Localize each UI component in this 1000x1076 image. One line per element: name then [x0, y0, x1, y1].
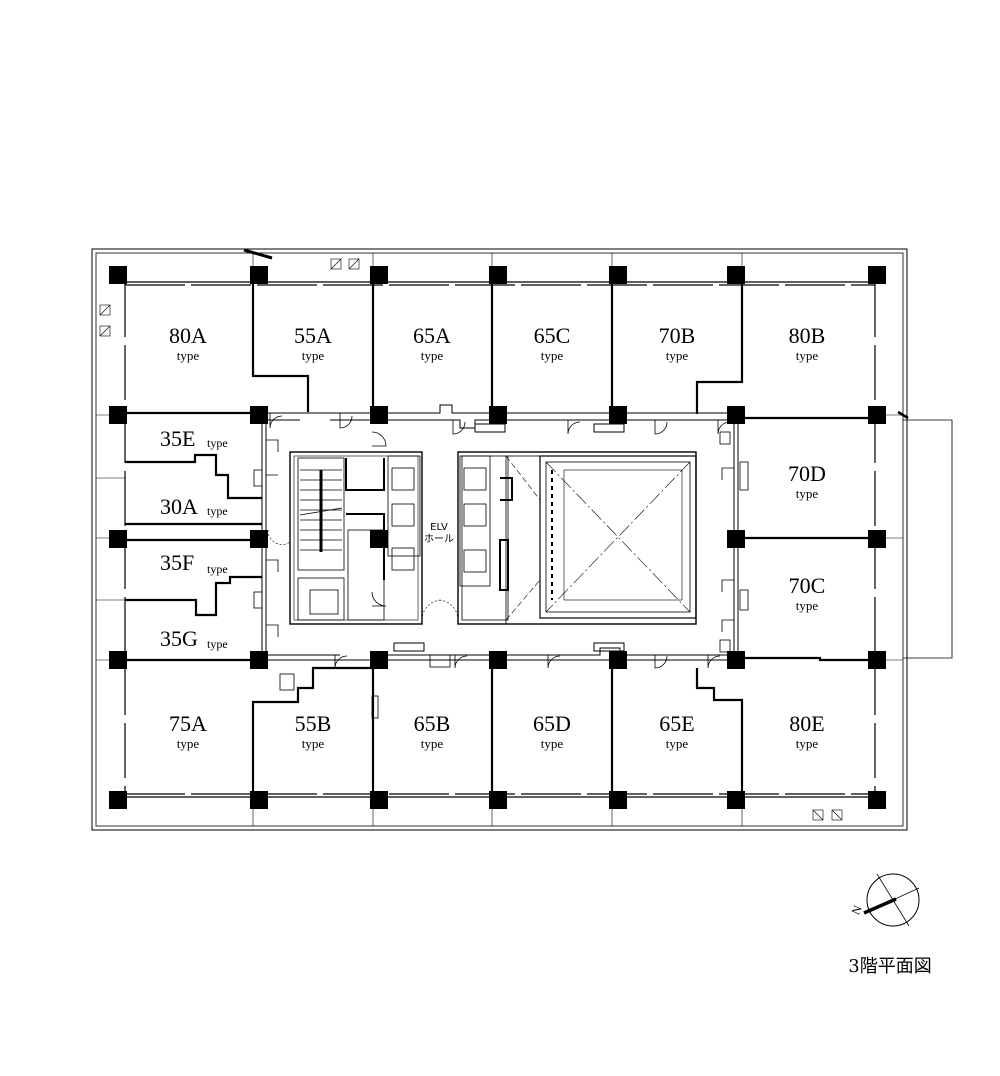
- room-65A-type: type: [421, 348, 444, 363]
- elevator-shafts: [387, 455, 513, 591]
- room-65B-type: type: [421, 736, 444, 751]
- room-35G-type: type: [207, 637, 228, 651]
- columns: [109, 266, 886, 809]
- room-80B-name: 80B: [789, 323, 826, 348]
- room-65B-name: 65B: [414, 711, 451, 736]
- room-35E-name: 35E: [160, 426, 195, 451]
- room-70C-name: 70C: [789, 573, 826, 598]
- room-55A-type: type: [302, 348, 325, 363]
- room-70D-type: type: [796, 486, 819, 501]
- room-70C-type: type: [796, 598, 819, 613]
- room-75A-type: type: [177, 736, 200, 751]
- balcony-hatch-mark: [897, 410, 909, 420]
- room-80A-type: type: [177, 348, 200, 363]
- room-35F-type: type: [207, 562, 228, 576]
- balcony: [903, 419, 953, 659]
- room-65C-type: type: [541, 348, 564, 363]
- room-55A-name: 55A: [294, 323, 332, 348]
- room-80B-type: type: [796, 348, 819, 363]
- room-65D-type: type: [541, 736, 564, 751]
- floor-plan-caption: 3階平面図: [848, 956, 931, 977]
- atrium-void: [505, 455, 697, 621]
- room-70B-type: type: [666, 348, 689, 363]
- corridor-walls: [261, 404, 739, 661]
- roof-hatch-mark: [243, 248, 273, 260]
- elevator-hall-label: ELV: [430, 522, 448, 533]
- stairs: [297, 457, 385, 621]
- room-75A-name: 75A: [169, 711, 207, 736]
- room-65E-type: type: [666, 736, 689, 751]
- room-80E-type: type: [796, 736, 819, 751]
- room-65A-name: 65A: [413, 323, 451, 348]
- room-70D-name: 70D: [788, 461, 826, 486]
- room-35G-name: 35G: [160, 626, 198, 651]
- elevator-hall-label-jp: ホール: [424, 533, 454, 545]
- room-80E-name: 80E: [789, 711, 824, 736]
- room-labels: 80A type 55A type 65A type 65C type 70B …: [160, 323, 826, 751]
- pipe-shafts: [253, 431, 749, 719]
- unit-doors: [266, 413, 734, 669]
- partition-walls: [125, 282, 875, 797]
- compass: N: [849, 873, 920, 927]
- room-55B-name: 55B: [295, 711, 332, 736]
- compass-needle: [863, 897, 897, 915]
- room-65E-name: 65E: [659, 711, 694, 736]
- room-55B-type: type: [302, 736, 325, 751]
- room-70B-name: 70B: [659, 323, 696, 348]
- core-walls: [289, 451, 697, 625]
- room-65C-name: 65C: [534, 323, 571, 348]
- compass-north-label: N: [849, 903, 865, 917]
- room-30A-type: type: [207, 504, 228, 518]
- room-35F-name: 35F: [160, 550, 194, 575]
- building-outline-outer: [91, 248, 908, 831]
- vent-symbols: [99, 258, 843, 821]
- room-80A-name: 80A: [169, 323, 207, 348]
- compass-circle: [866, 873, 920, 927]
- room-35E-type: type: [207, 436, 228, 450]
- core-doors: [267, 529, 459, 621]
- room-65D-name: 65D: [533, 711, 571, 736]
- building-outline-inner: [95, 252, 904, 827]
- room-30A-name: 30A: [160, 494, 198, 519]
